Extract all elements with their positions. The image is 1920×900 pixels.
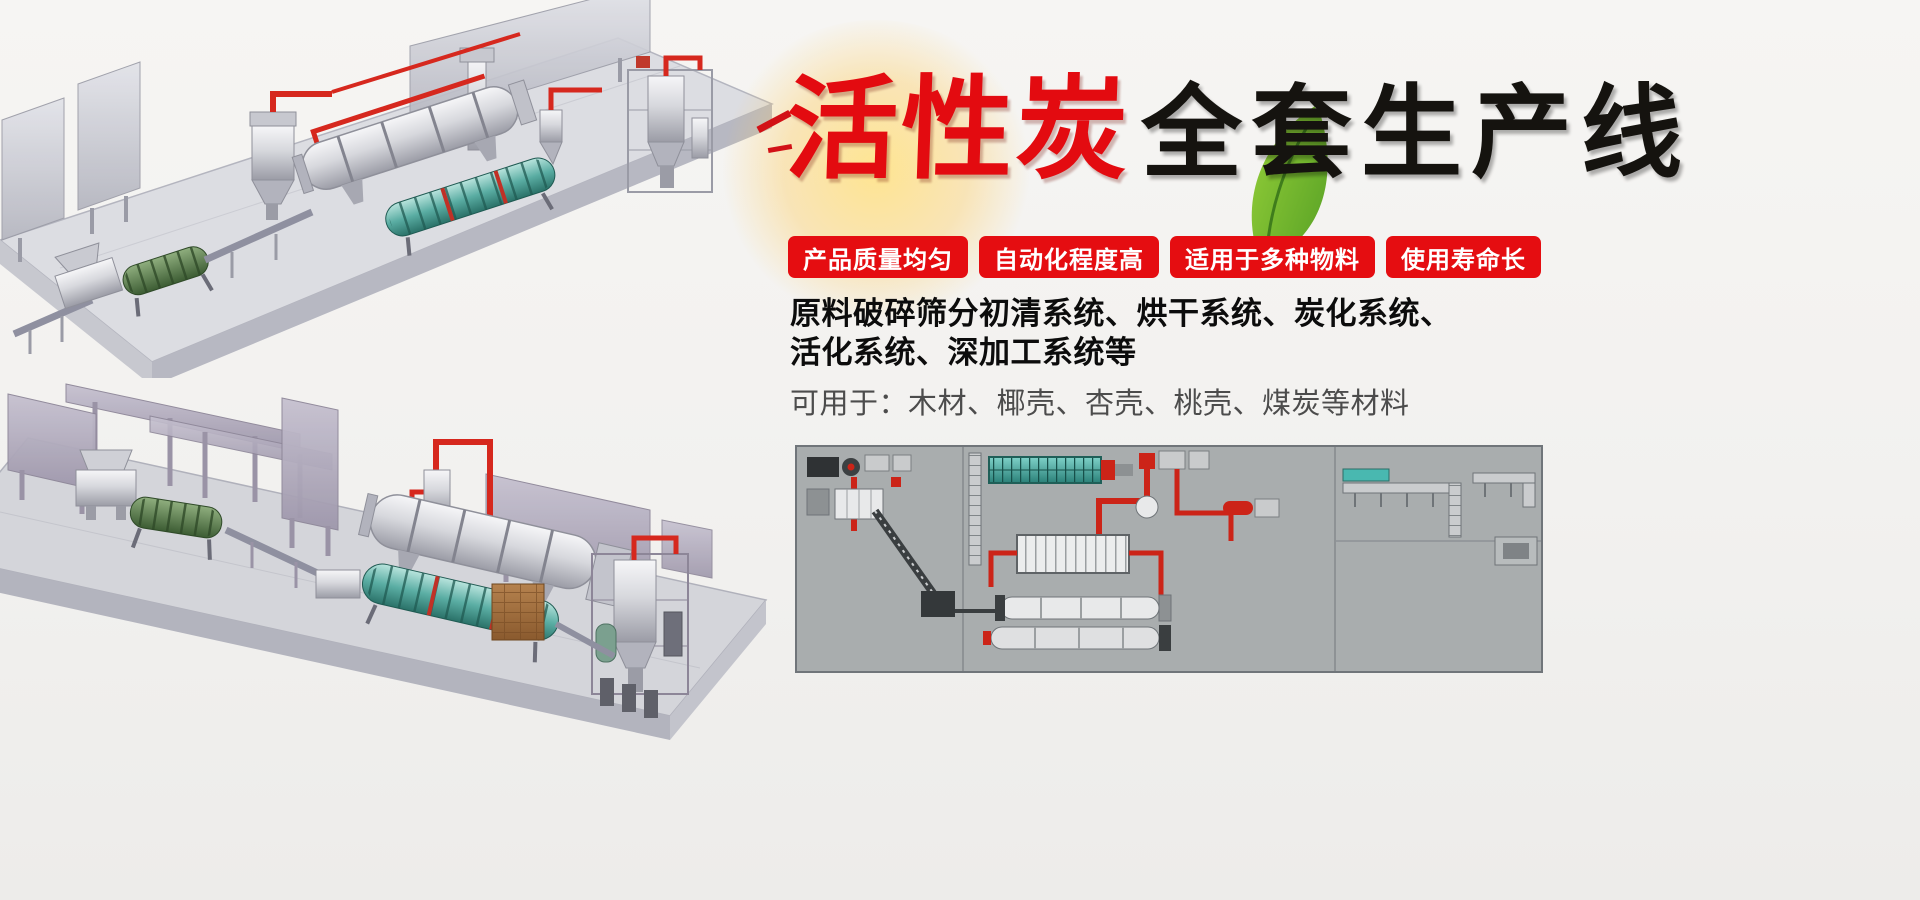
screening-drum xyxy=(129,496,223,560)
rotary-dryer-drum xyxy=(357,492,633,608)
badge-row: 产品质量均匀 自动化程度高 适用于多种物料 使用寿命长 xyxy=(788,236,1541,278)
systems-line-1: 原料破碎筛分初清系统、烘干系统、炭化系统、 xyxy=(790,296,1452,331)
activation-furnace xyxy=(554,535,689,718)
title-red-text: 活性炭 xyxy=(783,67,1134,192)
brick-chamber xyxy=(491,583,545,641)
feature-badge-lifespan: 使用寿命长 xyxy=(1386,236,1541,278)
description-block: 原料破碎筛分初清系统、烘干系统、炭化系统、 活化系统、深加工系统等 可用于：木材… xyxy=(790,294,1452,422)
banner-title: 活性炭全套生产线 xyxy=(716,20,1692,320)
rotary-dryer-drum xyxy=(291,73,538,205)
systems-line-2: 活化系统、深加工系统等 xyxy=(790,335,1137,371)
cooling-drum-teal xyxy=(385,157,556,256)
crusher-feeder xyxy=(75,449,137,520)
feature-badge-quality: 产品质量均匀 xyxy=(788,236,968,278)
conveyor xyxy=(224,526,361,599)
cyclone xyxy=(539,87,602,166)
bag-filter xyxy=(249,91,332,220)
title-black-text: 全套生产线 xyxy=(1141,78,1692,190)
schematic-feed-section xyxy=(806,454,1001,617)
feeder-and-screen xyxy=(12,208,314,354)
plant-layout-schematic xyxy=(795,445,1543,673)
screening-drum xyxy=(122,246,214,317)
materials-line: 可用于：木材、椰壳、杏壳、桃壳、煤炭等材料 xyxy=(790,388,1410,421)
render-top-isometric-line xyxy=(0,0,774,378)
feature-badge-automation: 自动化程度高 xyxy=(979,236,1159,278)
schematic-conveyor-section xyxy=(1342,468,1538,566)
feature-badge-materials: 适用于多种物料 xyxy=(1170,236,1375,278)
carbonization-furnace xyxy=(627,55,713,193)
red-pipe-run xyxy=(331,32,521,94)
render-bottom-isometric-line xyxy=(0,383,768,740)
schematic-drum-2 xyxy=(990,626,1160,650)
schematic-process-section xyxy=(968,450,1280,651)
